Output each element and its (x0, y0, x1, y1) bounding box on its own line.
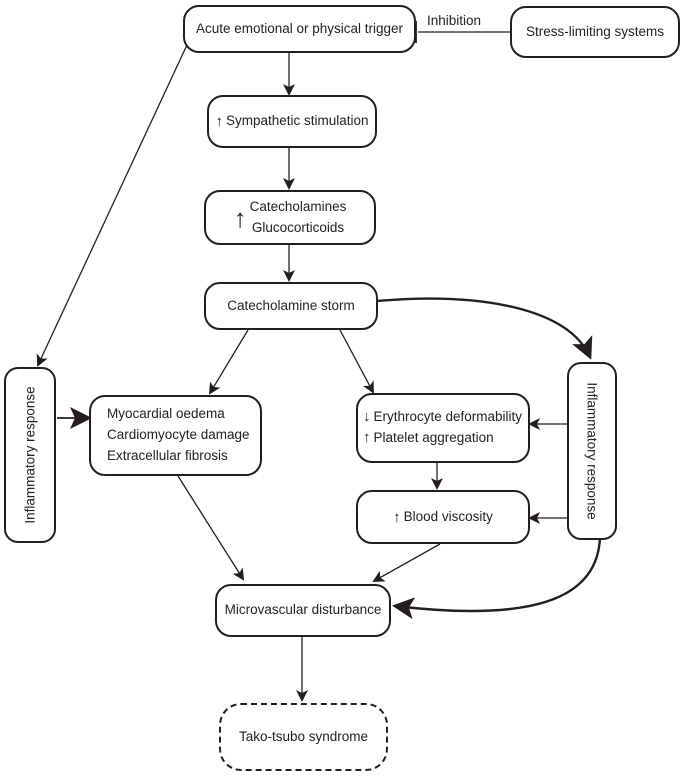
node-trigger: Acute emotional or physical trigger (183, 5, 416, 53)
node-takotsubo-syndrome: Tako-tsubo syndrome (219, 703, 388, 771)
catecholamines-label: Catecholamines (249, 198, 347, 214)
increase-arrow-icon: ↑ (233, 202, 247, 233)
increase-arrow-icon: ↑ (215, 113, 223, 130)
edge-trigger-inflammatory-left (36, 31, 194, 367)
node-blood-viscosity: ↑ Blood viscosity (356, 490, 530, 544)
glucocorticoids-label: Glucocorticoids (251, 219, 345, 235)
node-microvascular-disturbance: Microvascular disturbance (215, 584, 391, 637)
platelet-row: ↑Platelet aggregation (363, 428, 522, 449)
node-myocardial-effects: Myocardial oedema Cardiomyocyte damage E… (89, 395, 262, 476)
node-inflammatory-response-right: Inflammatory response (567, 362, 617, 540)
edge-myocardial-microvascular (177, 475, 245, 581)
edge-storm-inflammatory-right (376, 297, 593, 360)
node-blood-cell-effects: ↓Erythrocyte deformability ↑Platelet agg… (356, 393, 530, 463)
increase-arrow-icon: ↑ (393, 508, 401, 526)
platelet-label: Platelet aggregation (373, 430, 494, 445)
node-inflammatory-response-left: Inflammatory response (4, 367, 56, 543)
erythrocyte-row: ↓Erythrocyte deformability (363, 407, 522, 428)
inflammatory-right-label: Inflammatory response (584, 382, 600, 520)
node-stress-limiting-systems: Stress-limiting systems (510, 6, 680, 58)
sympathetic-label: Sympathetic stimulation (225, 113, 369, 129)
blood-viscosity-label: Blood viscosity (403, 508, 493, 524)
decrease-arrow-icon: ↓ (363, 408, 371, 426)
edge-inflammatory-right-microvascular (392, 536, 602, 620)
myocardial-oedema-label: Myocardial oedema (107, 406, 225, 422)
extracellular-fibrosis-label: Extracellular fibrosis (107, 447, 228, 463)
inhibition-label: Inhibition (427, 13, 482, 28)
node-sympathetic-stimulation: ↑ Sympathetic stimulation (207, 95, 377, 148)
edge-viscosity-microvascular (372, 543, 441, 582)
erythrocyte-label: Erythrocyte deformability (373, 409, 523, 425)
edge-storm-blood-cells (339, 329, 374, 394)
increase-arrow-icon: ↑ (363, 429, 371, 446)
node-catecholamines-glucocorticoids: ↑ Catecholamines Glucocorticoids (204, 190, 376, 245)
inflammatory-left-label: Inflammatory response (22, 386, 38, 524)
edge-storm-myocardial (208, 329, 249, 395)
node-catecholamine-storm: Catecholamine storm (204, 282, 378, 330)
cardiomyocyte-damage-label: Cardiomyocyte damage (107, 427, 250, 443)
